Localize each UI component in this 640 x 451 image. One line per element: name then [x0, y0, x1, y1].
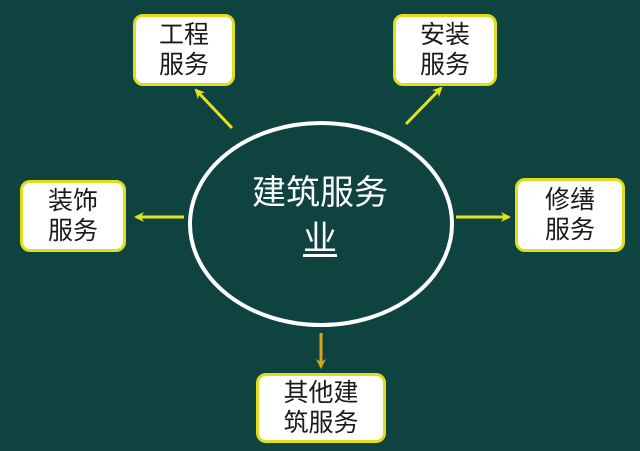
center-ellipse: [188, 121, 454, 327]
node-other-line2: 筑服务: [283, 408, 359, 437]
node-other-construction-services: 其他建 筑服务: [256, 373, 386, 443]
center-label: 建筑服务 业: [190, 170, 450, 262]
node-repair-line1: 修缮: [544, 185, 595, 214]
center-label-line2: 业: [303, 219, 337, 259]
center-label-line1: 建筑服务: [252, 173, 388, 213]
node-decoration-line1: 装饰: [47, 186, 98, 215]
node-installation-line1: 安装: [419, 20, 470, 49]
node-engineering-line1: 工程: [158, 20, 209, 49]
node-engineering-line2: 服务: [158, 50, 209, 79]
node-other-line1: 其他建: [283, 378, 359, 407]
node-repair-services: 修缮 服务: [515, 178, 625, 252]
arrow-to-installation: [404, 86, 443, 126]
node-engineering-services: 工程 服务: [133, 14, 235, 86]
node-decoration-line2: 服务: [47, 216, 98, 245]
arrow-to-engineering: [194, 88, 234, 130]
node-repair-line2: 服务: [544, 215, 595, 244]
node-installation-services: 安装 服务: [393, 14, 497, 86]
node-decoration-services: 装饰 服务: [20, 180, 126, 252]
node-installation-line2: 服务: [419, 50, 470, 79]
